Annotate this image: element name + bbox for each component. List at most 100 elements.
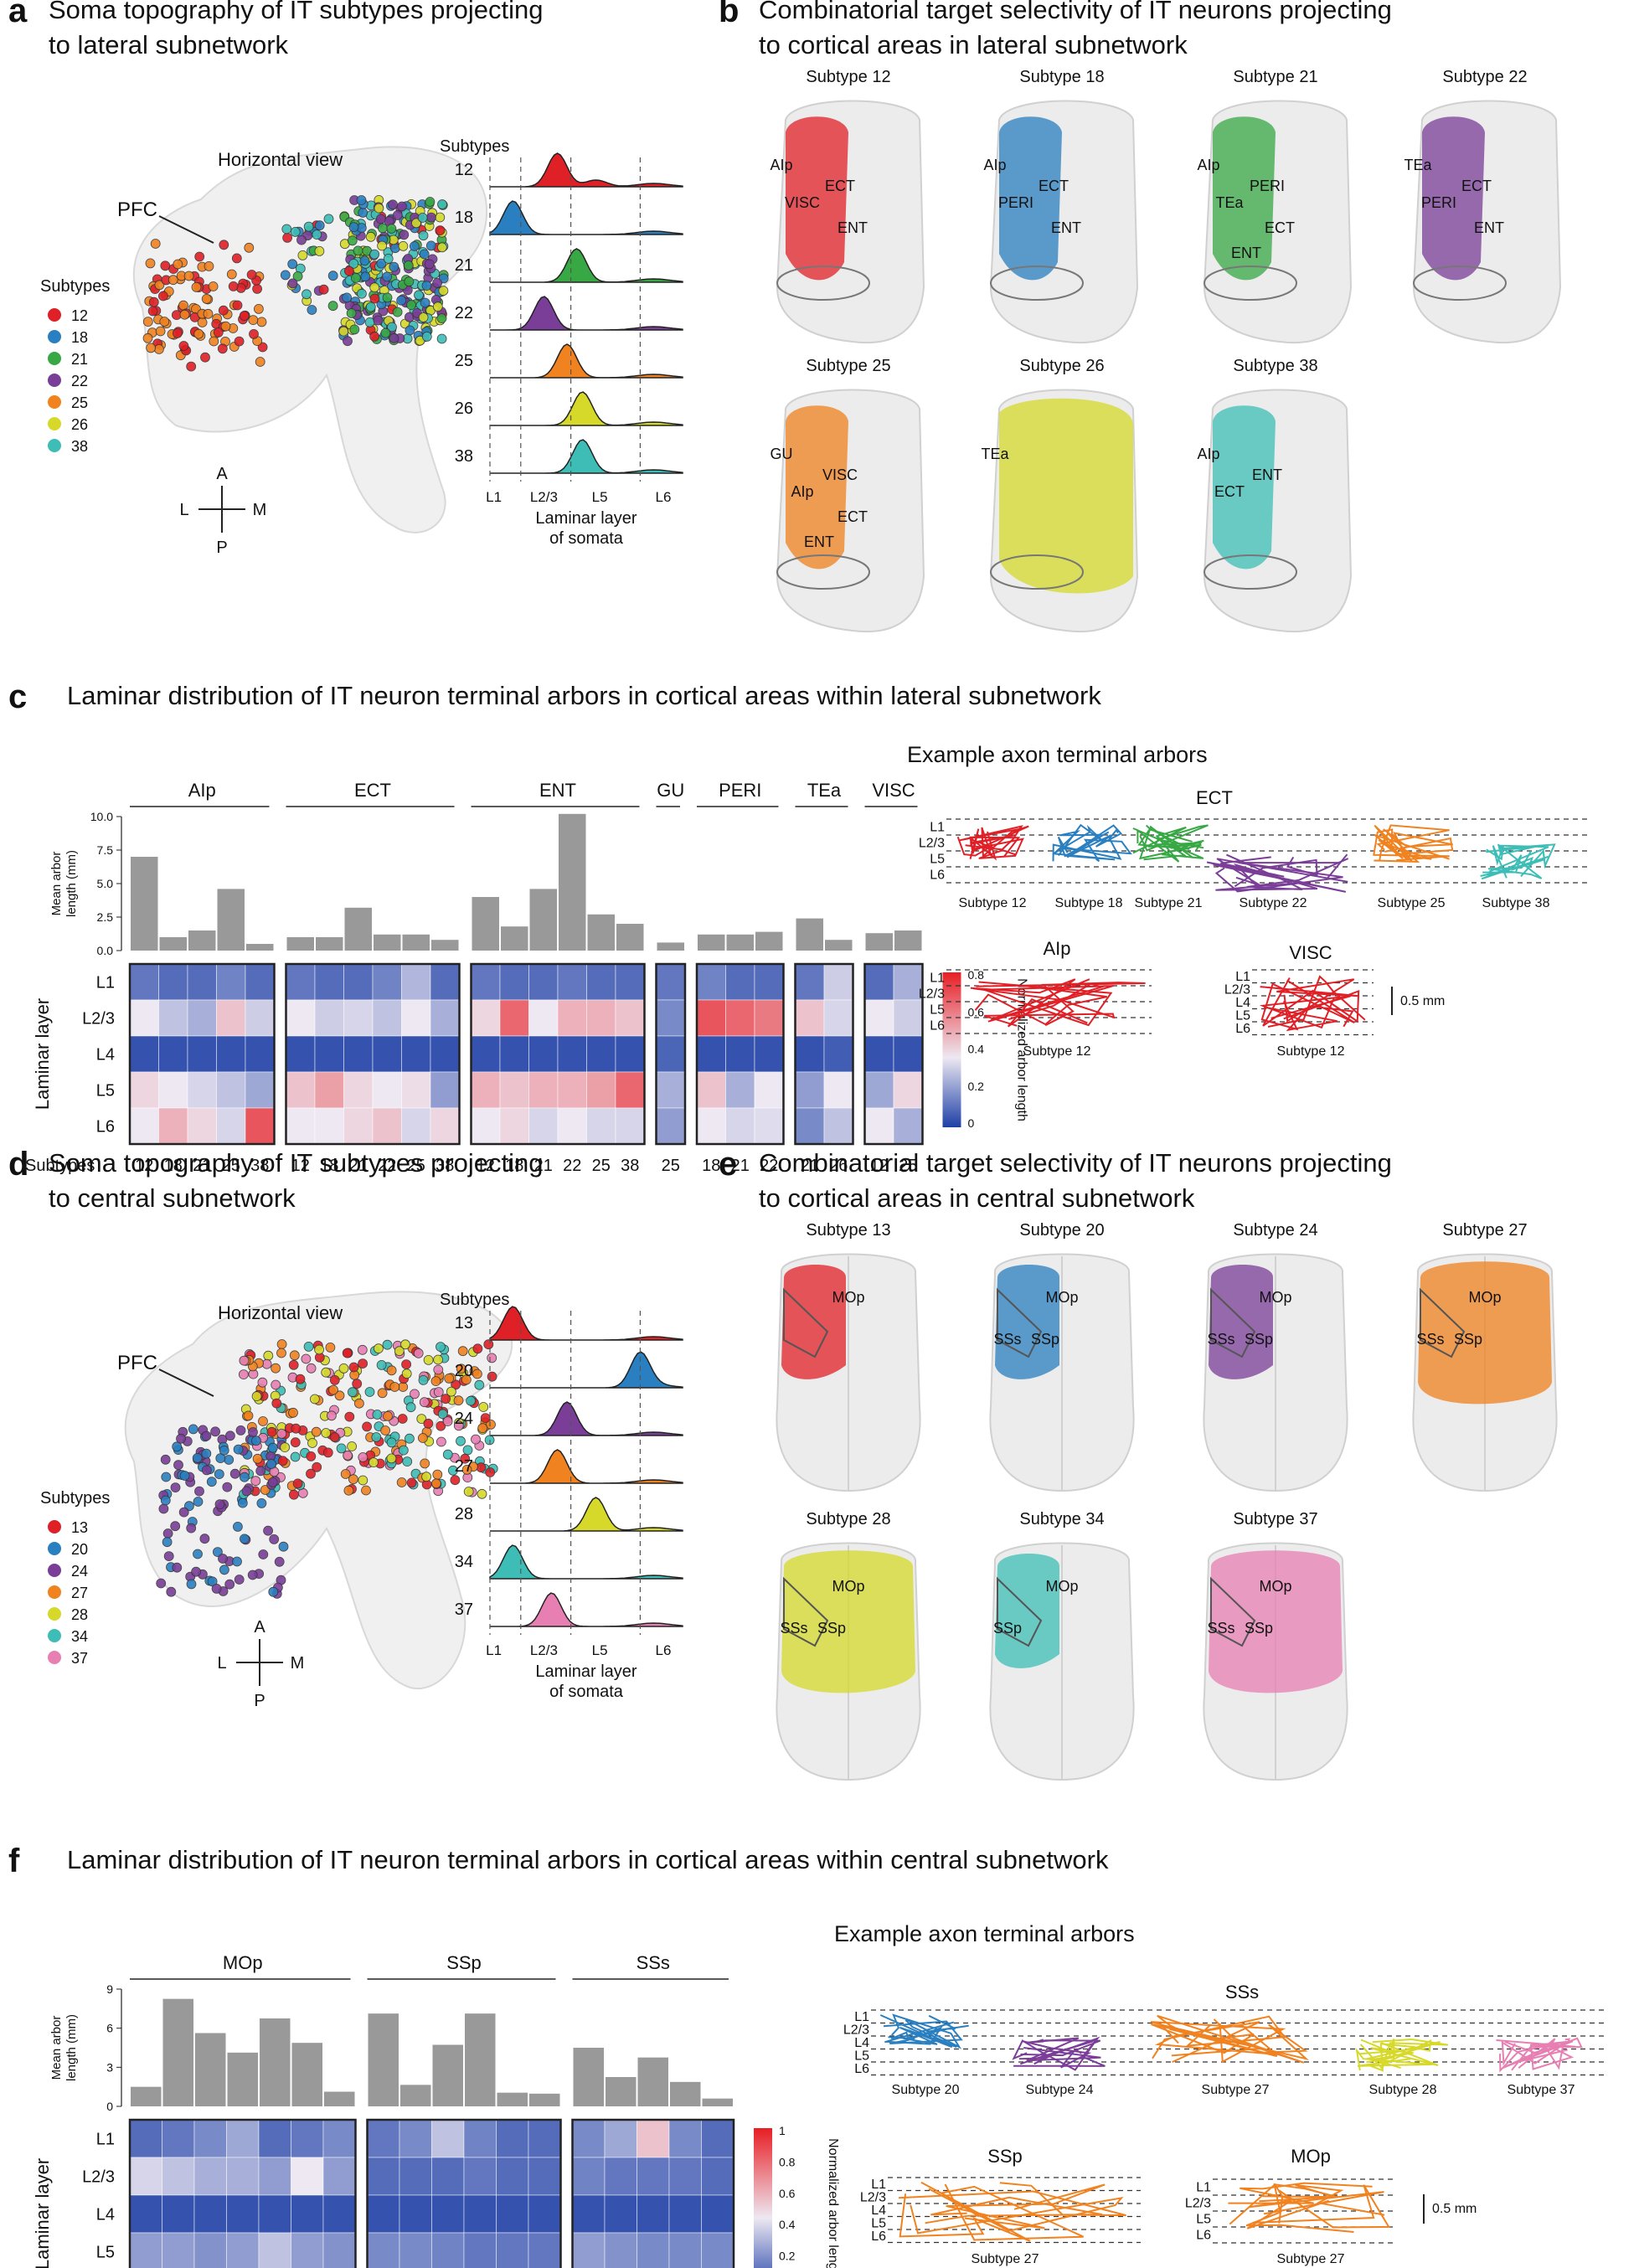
group-name: ENT xyxy=(539,780,576,801)
bar xyxy=(291,2043,322,2106)
axon-arbor xyxy=(1052,828,1122,862)
soma-dot xyxy=(356,288,367,299)
soma-dot xyxy=(179,309,190,320)
heat-cell xyxy=(557,1107,587,1145)
bar xyxy=(316,937,343,951)
layer-label: L6 xyxy=(930,1019,945,1033)
heat-cell xyxy=(615,999,645,1037)
projection-cloud xyxy=(1418,1261,1552,1405)
layer-label: L5 xyxy=(871,2216,886,2230)
soma-dot xyxy=(302,289,312,300)
heat-cell xyxy=(528,963,559,1001)
soma-dot xyxy=(193,328,204,339)
soma-dot xyxy=(321,1367,332,1378)
heat-cell xyxy=(291,2194,324,2234)
row-label: L2/3 xyxy=(82,1010,115,1028)
row-axis-label: Laminar layer xyxy=(32,998,53,1110)
soma-dot xyxy=(228,281,239,291)
heat-cell xyxy=(893,1107,923,1145)
heat-cell xyxy=(129,999,159,1037)
scale-label: 0.5 mm xyxy=(1400,994,1445,1008)
layer-label: L1 xyxy=(871,2178,886,2192)
soma-dot xyxy=(437,1409,448,1420)
axon-arbor xyxy=(1355,2047,1433,2071)
soma-dot xyxy=(255,357,265,367)
bar xyxy=(131,2086,162,2106)
soma-dot xyxy=(314,245,325,256)
heat-cell xyxy=(463,2232,497,2268)
subtype-tick: 25 xyxy=(407,1157,425,1175)
soma-dot xyxy=(186,1523,197,1533)
compass-p: P xyxy=(216,539,227,557)
bar xyxy=(796,918,823,951)
heat-cell xyxy=(372,963,402,1001)
area-outline xyxy=(1203,265,1297,301)
soma-dot xyxy=(295,1374,306,1384)
soma-dot xyxy=(383,253,394,264)
heat-cell xyxy=(668,2157,702,2196)
soma-dot xyxy=(394,1346,405,1357)
soma-dot xyxy=(430,1478,441,1489)
soma-dot xyxy=(234,1575,245,1585)
area-label: SSp xyxy=(1245,1620,1273,1637)
panel-title: to cortical areas in lateral subnetwork xyxy=(759,30,1188,59)
heat-cell xyxy=(314,963,344,1001)
bar xyxy=(465,2013,496,2106)
soma-dot xyxy=(239,1472,250,1482)
heat-cell xyxy=(129,1035,159,1073)
soma-dot xyxy=(322,1447,333,1458)
soma-dot xyxy=(274,1556,285,1567)
soma-dot xyxy=(433,1364,444,1375)
soma-dot xyxy=(172,1441,183,1452)
heat-cell xyxy=(367,2232,400,2268)
soma-dot xyxy=(472,1343,483,1354)
soma-dot xyxy=(296,235,307,245)
heat-cell xyxy=(258,2119,291,2158)
heat-cell xyxy=(893,963,923,1001)
heat-cell xyxy=(615,1107,645,1145)
soma-dot xyxy=(282,232,293,243)
soma-dot xyxy=(374,203,384,214)
heat-cell xyxy=(637,2194,670,2234)
soma-dot xyxy=(420,297,430,308)
brain-projection xyxy=(989,1253,1135,1492)
area-outline xyxy=(783,1287,829,1358)
soma-dot xyxy=(219,240,229,250)
soma-dot xyxy=(256,317,267,327)
soma-dot xyxy=(217,343,228,354)
soma-dot xyxy=(238,1369,249,1380)
soma-dot xyxy=(271,1398,282,1409)
brain-title: Subtype 28 xyxy=(806,1510,890,1528)
soma-dot xyxy=(406,300,416,311)
heat-cell xyxy=(322,2232,356,2268)
heat-cell xyxy=(401,1071,431,1109)
soma-dot xyxy=(142,332,153,343)
bar xyxy=(894,930,922,951)
soma-dot xyxy=(206,1477,217,1487)
projection-cloud xyxy=(781,1265,846,1379)
soma-dot xyxy=(219,1564,229,1575)
heat-cell xyxy=(343,999,374,1037)
heat-cell xyxy=(463,2119,497,2158)
heat-cell xyxy=(604,2157,637,2196)
panel-letter: f xyxy=(8,1843,20,1879)
soma-dot xyxy=(290,1437,301,1448)
soma-dot xyxy=(263,1525,274,1536)
heat-cell xyxy=(586,1071,616,1109)
bar xyxy=(865,933,893,951)
ridge-xlabel: Laminar layer xyxy=(535,1662,637,1681)
scale-label: 0.5 mm xyxy=(1432,2202,1477,2216)
soma-dot xyxy=(218,1554,228,1564)
example-subtype: Subtype 20 xyxy=(892,2083,960,2097)
brain-title: Subtype 27 xyxy=(1442,1221,1527,1240)
ridge-density xyxy=(490,248,683,283)
soma-dot xyxy=(158,1503,169,1514)
soma-dot xyxy=(163,1551,174,1562)
soma-dot xyxy=(466,1395,476,1406)
heat-cell xyxy=(557,999,587,1037)
soma-dot xyxy=(392,210,403,220)
soma-dot xyxy=(386,1365,397,1376)
heat-cell xyxy=(637,2232,670,2268)
colorbar-tick: 0.8 xyxy=(968,968,985,982)
